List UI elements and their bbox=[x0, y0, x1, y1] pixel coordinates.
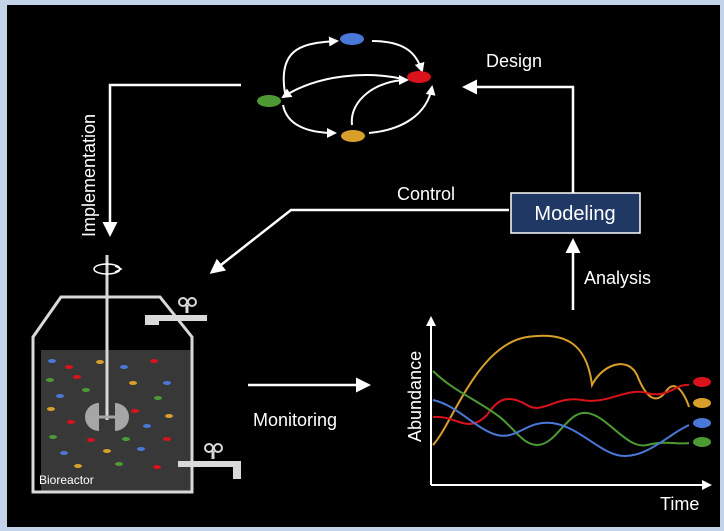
control-label: Control bbox=[397, 184, 455, 204]
abundance-plot: Abundance Time bbox=[405, 316, 712, 514]
abundance-axis-label: Abundance bbox=[405, 351, 425, 442]
legend-blue-dot bbox=[693, 418, 711, 428]
design-arrow bbox=[462, 79, 575, 193]
series-blue-line bbox=[432, 399, 690, 457]
node-blue bbox=[340, 33, 364, 45]
legend-yellow-dot bbox=[693, 398, 711, 408]
time-axis-label: Time bbox=[660, 494, 699, 514]
legend-green-dot bbox=[693, 437, 711, 447]
modeling-label: Modeling bbox=[534, 203, 615, 225]
gene-network bbox=[257, 33, 436, 142]
control-arrow bbox=[209, 208, 509, 274]
node-red bbox=[407, 71, 431, 83]
implementation-label: Implementation bbox=[79, 114, 99, 237]
rotation-icon bbox=[93, 263, 123, 275]
impeller-icon bbox=[85, 403, 129, 431]
node-yellow bbox=[341, 130, 365, 142]
valve-icon bbox=[178, 443, 241, 479]
series-red-line bbox=[432, 383, 690, 425]
implementation-arrow bbox=[102, 83, 241, 237]
legend-red-dot bbox=[693, 377, 711, 387]
node-green bbox=[257, 95, 281, 107]
monitoring-label: Monitoring bbox=[253, 410, 337, 430]
series-yellow-line bbox=[432, 334, 690, 446]
valve-icon bbox=[145, 297, 207, 325]
bioreactor-label: Bioreactor bbox=[39, 473, 94, 487]
series-green-line bbox=[432, 370, 690, 447]
bioreactor: Bioreactor bbox=[31, 255, 241, 494]
design-label: Design bbox=[486, 51, 542, 71]
modeling-box bbox=[510, 192, 641, 234]
diagram-canvas: Design Implementation Modeling Control A… bbox=[7, 5, 720, 527]
bioreactor-particles bbox=[46, 359, 173, 469]
analysis-label: Analysis bbox=[584, 268, 651, 288]
